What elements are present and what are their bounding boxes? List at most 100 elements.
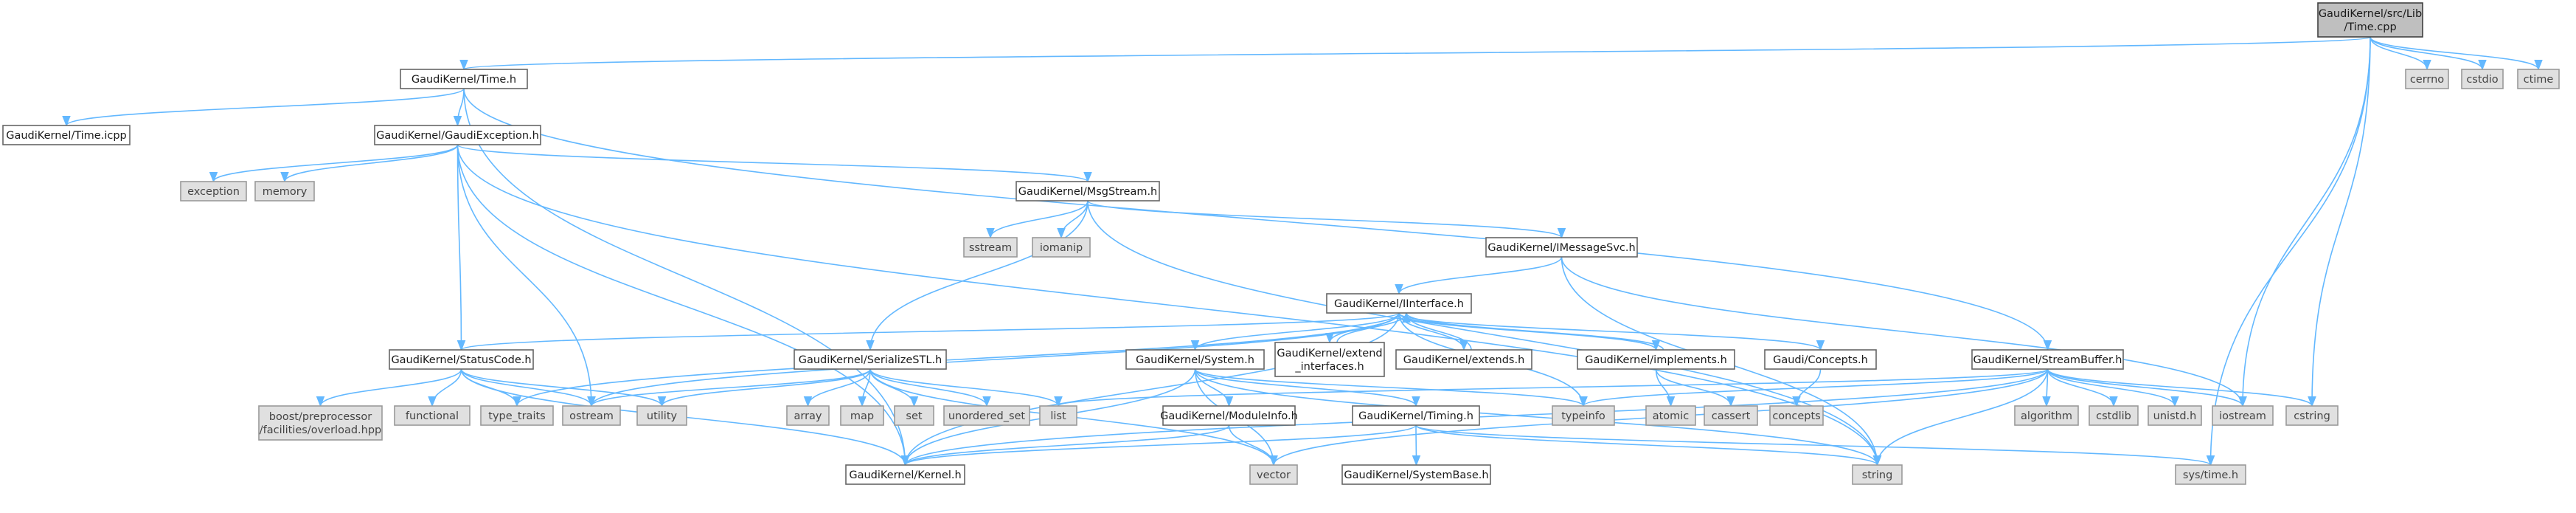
node-box <box>1352 405 1480 426</box>
edge-n13-to-n14 <box>457 312 1400 351</box>
node-label: Gaudi/Concepts.h <box>1773 354 1868 366</box>
node-box <box>394 405 471 426</box>
header-node[interactable]: GaudiKernel/IMessageSvc.h <box>1485 237 1638 258</box>
node-label: GaudiKernel/Time.icpp <box>6 130 127 142</box>
header-node[interactable]: GaudiKernel/Time.icpp <box>2 125 131 145</box>
edge-n6-to-n43 <box>456 144 910 466</box>
edge-n20-to-n24 <box>869 368 991 407</box>
edge-n13-to-n27 <box>1325 312 1400 344</box>
header-node[interactable]: GaudiKernel/implements.h <box>1577 349 1735 370</box>
system-header-node: utility <box>636 405 687 426</box>
edge-n13-to-n28 <box>1398 312 1468 351</box>
header-node[interactable]: GaudiKernel/Timing.h <box>1352 405 1480 426</box>
node-box <box>2317 2 2423 38</box>
node-label: GaudiKernel/StatusCode.h <box>391 354 531 366</box>
root-file-node[interactable]: GaudiKernel/src/Lib/Time.cpp <box>2317 2 2423 38</box>
node-label: algorithm <box>2021 410 2072 422</box>
edge-n0-to-n3 <box>2370 36 2487 71</box>
edge-n29-to-n36 <box>1655 368 1735 407</box>
edge-n0-to-n41 <box>2238 36 2371 407</box>
node-label: _interfaces.h <box>1294 361 1364 373</box>
header-node[interactable]: GaudiKernel/SystemBase.h <box>1341 464 1491 485</box>
node-label: /facilities/overload.hpp <box>260 424 382 436</box>
edge-n9-to-n10 <box>986 200 1089 239</box>
node-label: unordered_set <box>948 410 1026 422</box>
system-header-node: cstdio <box>2461 69 2504 89</box>
node-label: ctime <box>2524 74 2554 86</box>
node-box <box>1769 405 1824 426</box>
node-box <box>2014 405 2079 426</box>
system-header-node: cerrno <box>2405 69 2449 89</box>
node-label: iomanip <box>1040 242 1083 254</box>
system-header-node: cassert <box>1704 405 1758 426</box>
edge-n14-to-n15 <box>316 368 462 407</box>
header-node[interactable]: GaudiKernel/SerializeSTL.h <box>794 349 947 370</box>
edge-n26-to-n33 <box>1194 368 1420 407</box>
node-box <box>840 405 884 426</box>
edge-n26-to-n32 <box>1194 368 1234 407</box>
edge-n33-to-n47 <box>1415 424 2215 466</box>
header-node[interactable]: Gaudi/Concepts.h <box>1764 349 1877 370</box>
node-label: map <box>850 410 874 422</box>
header-node[interactable]: GaudiKernel/StatusCode.h <box>389 349 534 370</box>
node-box <box>1162 405 1296 426</box>
node-box <box>2175 464 2246 485</box>
edge-n6-to-n9 <box>456 144 1092 183</box>
edge-n31-to-n42 <box>2046 368 2316 407</box>
node-box <box>2089 405 2139 426</box>
edge-n9-to-n20 <box>866 200 1089 351</box>
edge-n0-to-n1 <box>460 36 2371 71</box>
edge-n31-to-n34 <box>1579 368 2049 407</box>
node-label: GaudiKernel/Time.h <box>412 74 516 86</box>
edge-n31-to-n40 <box>2046 368 2179 407</box>
node-box <box>1577 349 1735 370</box>
node-label: cassert <box>1712 410 1751 422</box>
node-box <box>1645 405 1696 426</box>
header-node[interactable]: GaudiKernel/MsgStream.h <box>1016 181 1160 202</box>
edge-n31-to-n45 <box>1872 368 2049 466</box>
node-label: unistd.h <box>2153 410 2197 422</box>
node-label: cstring <box>2294 410 2330 422</box>
node-box <box>1852 464 1903 485</box>
node-box <box>2461 69 2504 89</box>
edge-n9-to-n12 <box>1087 200 1566 239</box>
edge-n20-to-n18 <box>587 368 871 407</box>
header-node[interactable]: GaudiKernel/extends.h <box>1395 349 1532 370</box>
system-header-node: typeinfo <box>1552 405 1615 426</box>
system-header-node: unistd.h <box>2148 405 2202 426</box>
node-label: cstdlib <box>2096 410 2131 422</box>
edge-n20-to-n22 <box>858 368 871 407</box>
edge-n1-to-n6 <box>453 88 465 127</box>
node-box <box>1016 181 1160 202</box>
node-box <box>480 405 554 426</box>
node-box <box>400 69 528 89</box>
edge-n6-to-n45 <box>456 144 1882 466</box>
node-label: string <box>1862 469 1893 481</box>
node-box <box>2148 405 2202 426</box>
header-node[interactable]: GaudiKernel/ModuleInfo.h <box>1160 405 1298 426</box>
edge-n31-to-n41 <box>2046 368 2247 407</box>
edge-n1-to-n31 <box>463 88 2052 351</box>
edge-n26-to-n45 <box>1194 368 1882 466</box>
node-label: iostream <box>2219 410 2266 422</box>
header-node[interactable]: GaudiKernel/extend_interfaces.h <box>1274 342 1385 377</box>
header-node[interactable]: GaudiKernel/Kernel.h <box>845 464 965 485</box>
edge-n0-to-n42 <box>2308 36 2371 407</box>
node-label: GaudiKernel/IMessageSvc.h <box>1487 242 1635 254</box>
node-label: memory <box>263 186 308 198</box>
header-node[interactable]: GaudiKernel/GaudiException.h <box>374 125 541 145</box>
node-box <box>1704 405 1758 426</box>
header-node[interactable]: GaudiKernel/Time.h <box>400 69 528 89</box>
node-label: GaudiKernel/Timing.h <box>1358 410 1473 422</box>
node-label: vector <box>1257 469 1291 481</box>
system-header-node: iostream <box>2212 405 2274 426</box>
node-label: cstdio <box>2466 74 2498 86</box>
header-node[interactable]: GaudiKernel/System.h <box>1125 349 1265 370</box>
header-node[interactable]: GaudiKernel/StreamBuffer.h <box>1971 349 2124 370</box>
header-node[interactable]: GaudiKernel/IInterface.h <box>1326 293 1472 314</box>
node-box <box>374 125 541 145</box>
node-label: GaudiKernel/System.h <box>1136 354 1254 366</box>
node-label: list <box>1050 410 1066 422</box>
node-label: set <box>906 410 922 422</box>
node-label: GaudiKernel/StreamBuffer.h <box>1973 354 2122 366</box>
